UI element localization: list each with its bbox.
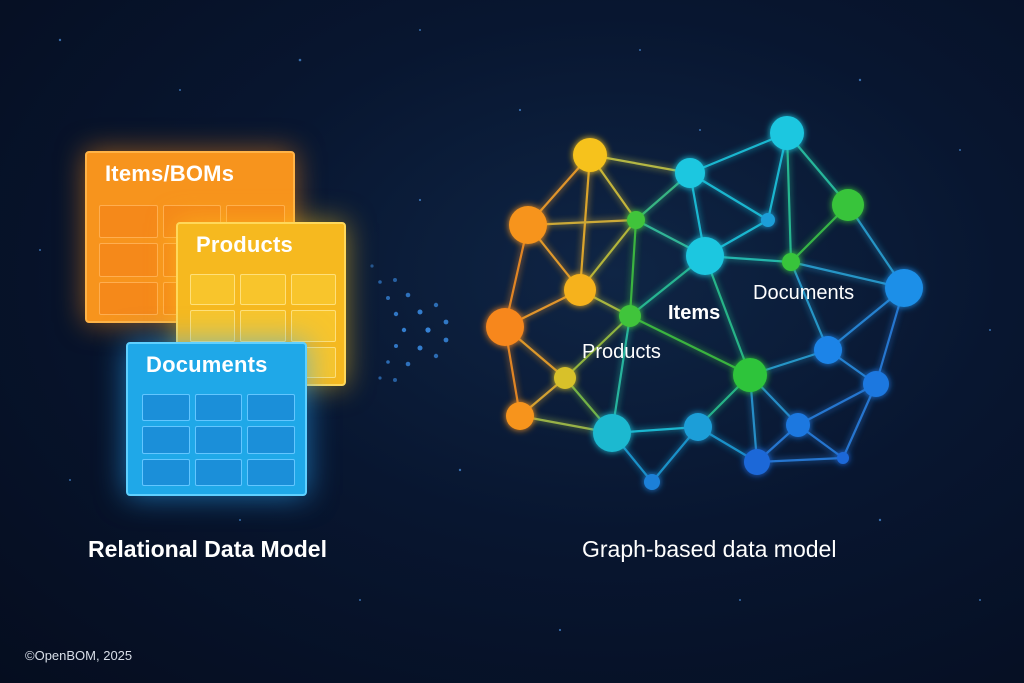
graph-node bbox=[573, 138, 607, 172]
items-boms-title: Items/BOMs bbox=[105, 161, 235, 186]
graph-node bbox=[686, 237, 724, 275]
products-title: Products bbox=[196, 232, 293, 257]
graph-node bbox=[619, 305, 641, 327]
graph-node bbox=[761, 213, 775, 227]
copyright-notice: ©OpenBOM, 2025 bbox=[25, 648, 133, 663]
graph-node bbox=[770, 116, 804, 150]
graph-nodes bbox=[486, 116, 923, 490]
graph-node bbox=[675, 158, 705, 188]
graph-node bbox=[627, 211, 645, 229]
graph-label-products: Products bbox=[582, 341, 661, 363]
graph-node bbox=[509, 206, 547, 244]
documents-title: Documents bbox=[146, 352, 268, 377]
graph-node bbox=[863, 371, 889, 397]
documents-table: Documents bbox=[126, 342, 307, 496]
graph-label-items: Items bbox=[668, 302, 721, 324]
documents-grid bbox=[142, 394, 295, 486]
graph-node bbox=[744, 449, 770, 475]
graph-node bbox=[733, 358, 767, 392]
graph-label-documents: Documents bbox=[753, 282, 855, 304]
graph-node bbox=[885, 269, 923, 307]
graph-caption: Graph-based data model bbox=[582, 536, 837, 562]
graph-node bbox=[554, 367, 576, 389]
graph-node bbox=[837, 452, 849, 464]
graph-node bbox=[506, 402, 534, 430]
relational-caption: Relational Data Model bbox=[88, 536, 327, 562]
graph-node bbox=[644, 474, 660, 490]
graph-node bbox=[786, 413, 810, 437]
graph-node bbox=[684, 413, 712, 441]
graph-node bbox=[814, 336, 842, 364]
graph-node bbox=[564, 274, 596, 306]
graph-node bbox=[486, 308, 524, 346]
graph-node bbox=[593, 414, 631, 452]
graph-node bbox=[832, 189, 864, 221]
graph-node bbox=[782, 253, 800, 271]
